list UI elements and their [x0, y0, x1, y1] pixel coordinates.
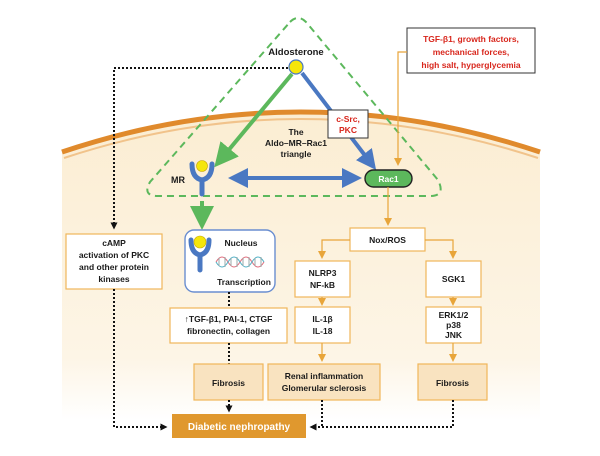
svg-text:mechanical forces,: mechanical forces,	[433, 47, 510, 57]
svg-text:Glomerular sclerosis: Glomerular sclerosis	[282, 383, 367, 393]
svg-text:SGK1: SGK1	[442, 274, 465, 284]
dna-icon	[215, 256, 265, 268]
svg-text:IL-1β: IL-1β	[312, 314, 332, 324]
svg-text:JNK: JNK	[445, 330, 463, 340]
aldosterone-label: Aldosterone	[268, 47, 323, 58]
rac1-node: Rac1	[364, 169, 413, 188]
nuclear-receptor-icon	[188, 235, 212, 273]
camp-to-outcome-arrow	[113, 289, 168, 431]
diabetic-nephropathy-box: Diabetic nephropathy	[172, 414, 306, 438]
svg-text:NLRP3: NLRP3	[309, 268, 337, 278]
svg-text:The: The	[288, 127, 303, 137]
svg-text:Nox/ROS: Nox/ROS	[369, 235, 406, 245]
nox-to-sgk1-arrow	[425, 239, 457, 259]
renal-box: Renal inflammation Glomerular sclerosis	[267, 363, 381, 401]
svg-text:high salt, hyperglycemia: high salt, hyperglycemia	[421, 60, 520, 70]
cell-membrane	[61, 109, 541, 155]
svg-text:and other protein: and other protein	[79, 262, 149, 272]
kinase-box: c-Src, PKC	[327, 109, 369, 139]
svg-text:IL-18: IL-18	[313, 326, 333, 336]
nucleus-box: Nucleus Transcription	[184, 229, 276, 293]
nucleus-title: Nucleus	[224, 238, 257, 248]
svg-text:c-Src,: c-Src,	[336, 114, 360, 124]
nlrp3-box: NLRP3 NF-kB	[294, 260, 351, 298]
svg-text:Renal inflammation: Renal inflammation	[285, 371, 363, 381]
il-box: IL-1β IL-18	[294, 306, 351, 344]
fibrosis-right-box: Fibrosis	[417, 363, 488, 401]
mapk-box: ERK1/2 p38 JNK	[425, 306, 482, 344]
cell-membrane-inner	[63, 118, 539, 159]
stimuli-box: TGF-β1, growth factors, mechanical force…	[406, 27, 536, 74]
svg-text:NF-kB: NF-kB	[310, 280, 335, 290]
svg-text:Diabetic nephropathy: Diabetic nephropathy	[188, 422, 291, 433]
sgk1-box: SGK1	[425, 260, 482, 298]
aldosterone-to-mr-arrow	[214, 72, 294, 168]
svg-text:TGF-β1, growth factors,: TGF-β1, growth factors,	[423, 34, 519, 44]
svg-text:Fibrosis: Fibrosis	[436, 378, 469, 388]
svg-text:ERK1/2: ERK1/2	[439, 310, 469, 320]
svg-text:Aldo–MR–Rac1: Aldo–MR–Rac1	[265, 138, 327, 148]
fibrosis-left-box: Fibrosis	[193, 363, 264, 401]
nox-to-nlrp3-arrow	[318, 239, 350, 259]
svg-text:Rac1: Rac1	[378, 174, 399, 184]
renal-fibrosis-to-outcome-arrow	[309, 400, 454, 431]
svg-text:PKC: PKC	[339, 125, 357, 135]
nox-ros-box: Nox/ROS	[349, 227, 426, 252]
svg-text:↑TGF-β1, PAI-1, CTGF: ↑TGF-β1, PAI-1, CTGF	[185, 314, 273, 324]
svg-text:activation of PKC: activation of PKC	[79, 250, 149, 260]
triangle-outline	[146, 17, 442, 197]
svg-text:cAMP: cAMP	[102, 238, 126, 248]
genes-box: ↑TGF-β1, PAI-1, CTGF fibronectin, collag…	[169, 307, 288, 344]
svg-text:kinases: kinases	[98, 274, 129, 284]
svg-text:Fibrosis: Fibrosis	[212, 378, 245, 388]
triangle-label: The Aldo–MR–Rac1 triangle	[265, 127, 327, 159]
svg-text:p38: p38	[446, 320, 461, 330]
mr-label: MR	[171, 175, 185, 185]
aldosterone-icon	[288, 59, 304, 75]
svg-text:triangle: triangle	[281, 149, 312, 159]
stimuli-to-rac1-arrow	[394, 51, 407, 166]
mr-receptor-icon	[189, 160, 215, 197]
aldosterone-to-camp-arrow	[110, 67, 288, 230]
camp-box: cAMP activation of PKC and other protein…	[65, 233, 163, 290]
transcription-label: Transcription	[217, 277, 271, 287]
svg-text:fibronectin, collagen: fibronectin, collagen	[187, 326, 270, 336]
